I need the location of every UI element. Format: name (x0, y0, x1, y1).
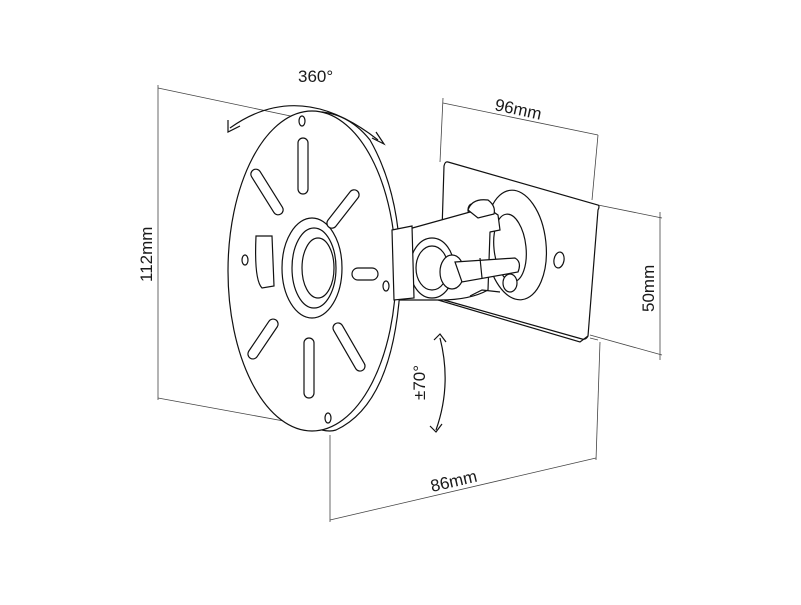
tilt-arrow (429, 333, 447, 433)
plate-height-label: 50mm (639, 265, 658, 312)
dimension-labels: 360° 96mm 112mm 50mm ±70° 86mm (137, 67, 658, 496)
plate-width-label: 96mm (493, 95, 543, 123)
height-label: 112mm (137, 227, 156, 282)
dimension-lines (157, 85, 663, 522)
swivel-joint (397, 189, 547, 301)
tilt-label: ±70° (410, 365, 429, 400)
speaker-plate (227, 110, 415, 432)
rotation-label: 360° (298, 67, 333, 86)
rotation-arrow (227, 105, 386, 146)
